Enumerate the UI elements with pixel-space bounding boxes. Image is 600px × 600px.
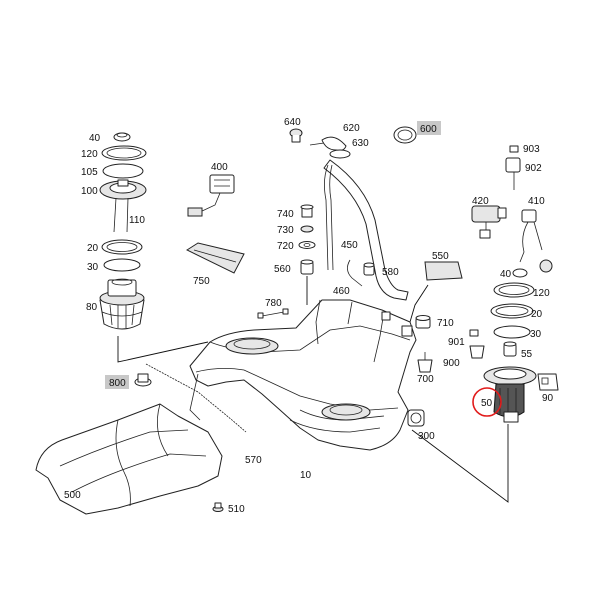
label-901: 901	[448, 337, 465, 348]
part-800[interactable]	[134, 373, 152, 387]
part-901[interactable]	[469, 329, 479, 337]
part-900[interactable]	[469, 345, 485, 359]
part-500-heat-shield[interactable]	[35, 403, 223, 515]
label-510: 510	[228, 504, 245, 515]
label-20-right: 20	[531, 309, 543, 320]
part-30-right[interactable]	[493, 325, 531, 339]
label-110: 110	[129, 215, 145, 226]
label-400: 400	[211, 162, 228, 173]
label-630: 630	[352, 138, 369, 149]
label-750: 750	[193, 276, 210, 287]
part-105-left[interactable]	[102, 163, 144, 179]
label-550: 550	[432, 251, 449, 262]
part-450-hose[interactable]	[347, 259, 363, 287]
label-903: 903	[523, 144, 540, 155]
label-740: 740	[277, 209, 294, 220]
part-780-clip[interactable]	[257, 308, 289, 319]
label-600: 600	[420, 124, 437, 135]
label-460: 460	[333, 286, 350, 297]
part-640-cap[interactable]	[289, 128, 303, 143]
left-pump-assembly	[99, 132, 209, 363]
part-10-fuel-tank[interactable]	[189, 299, 417, 451]
part-720[interactable]	[298, 241, 316, 249]
label-100: 100	[81, 186, 98, 197]
part-40-right[interactable]	[512, 268, 528, 278]
part-710[interactable]	[415, 315, 431, 329]
part-902-903[interactable]	[505, 145, 521, 190]
part-number-labels: 40 120 105 100 110 20 30 80 640 620 630 …	[64, 117, 554, 515]
label-120-right: 120	[533, 288, 550, 299]
label-40-right: 40	[500, 269, 512, 280]
label-50: 50	[481, 398, 493, 409]
part-55[interactable]	[503, 341, 517, 357]
label-500: 500	[64, 490, 81, 501]
label-40-left: 40	[89, 133, 101, 144]
highlight-marker-50	[472, 387, 502, 417]
filler-tube[interactable]	[323, 159, 409, 301]
part-110-tubes[interactable]	[113, 197, 129, 233]
label-900: 900	[443, 358, 460, 369]
part-100-left[interactable]	[99, 179, 147, 200]
label-570: 570	[245, 455, 262, 466]
part-90[interactable]	[537, 373, 559, 391]
label-90: 90	[542, 393, 554, 404]
part-510[interactable]	[212, 502, 224, 512]
part-410-sensor[interactable]	[519, 209, 553, 273]
label-902: 902	[525, 163, 542, 174]
part-580[interactable]	[363, 262, 375, 276]
stud-stack-740-560	[298, 204, 316, 305]
part-700[interactable]	[417, 352, 433, 373]
label-30-right: 30	[530, 329, 542, 340]
label-120-left: 120	[81, 149, 98, 160]
label-620: 620	[343, 123, 360, 134]
part-20-right[interactable]	[490, 303, 534, 319]
part-80-pump-module[interactable]	[99, 278, 145, 330]
label-80: 80	[86, 302, 98, 313]
label-20-left: 20	[87, 243, 99, 254]
part-550-pad[interactable]	[424, 261, 463, 281]
part-750-pad[interactable]	[185, 242, 245, 274]
label-420: 420	[472, 196, 489, 207]
part-420[interactable]	[471, 205, 507, 239]
part-30-left[interactable]	[103, 258, 141, 272]
part-120-right[interactable]	[493, 282, 535, 298]
label-700: 700	[417, 374, 434, 385]
label-300: 300	[418, 431, 435, 442]
part-740[interactable]	[300, 204, 314, 218]
label-730: 730	[277, 225, 294, 236]
part-560[interactable]	[300, 259, 314, 275]
label-10: 10	[300, 470, 312, 481]
label-710: 710	[437, 318, 454, 329]
label-720: 720	[277, 241, 294, 252]
label-600-highlight	[417, 121, 441, 135]
label-560: 560	[274, 264, 291, 275]
part-400-sender[interactable]	[187, 174, 235, 217]
label-450: 450	[341, 240, 358, 251]
part-620-630[interactable]	[309, 136, 351, 159]
label-640: 640	[284, 117, 301, 128]
label-410: 410	[528, 196, 545, 207]
label-55: 55	[521, 349, 533, 360]
label-800-highlight	[105, 375, 129, 389]
label-30-left: 30	[87, 262, 99, 273]
label-580: 580	[382, 267, 399, 278]
label-105: 105	[81, 167, 98, 178]
part-600-ring[interactable]	[393, 126, 417, 144]
part-570-strap[interactable]	[145, 363, 247, 433]
right-pump-assembly	[411, 268, 559, 503]
part-300[interactable]	[407, 409, 425, 427]
part-730[interactable]	[300, 225, 314, 233]
label-800: 800	[109, 378, 126, 389]
filler-neck-assembly	[289, 126, 417, 301]
part-50-pump[interactable]	[483, 366, 537, 423]
label-780: 780	[265, 298, 282, 309]
